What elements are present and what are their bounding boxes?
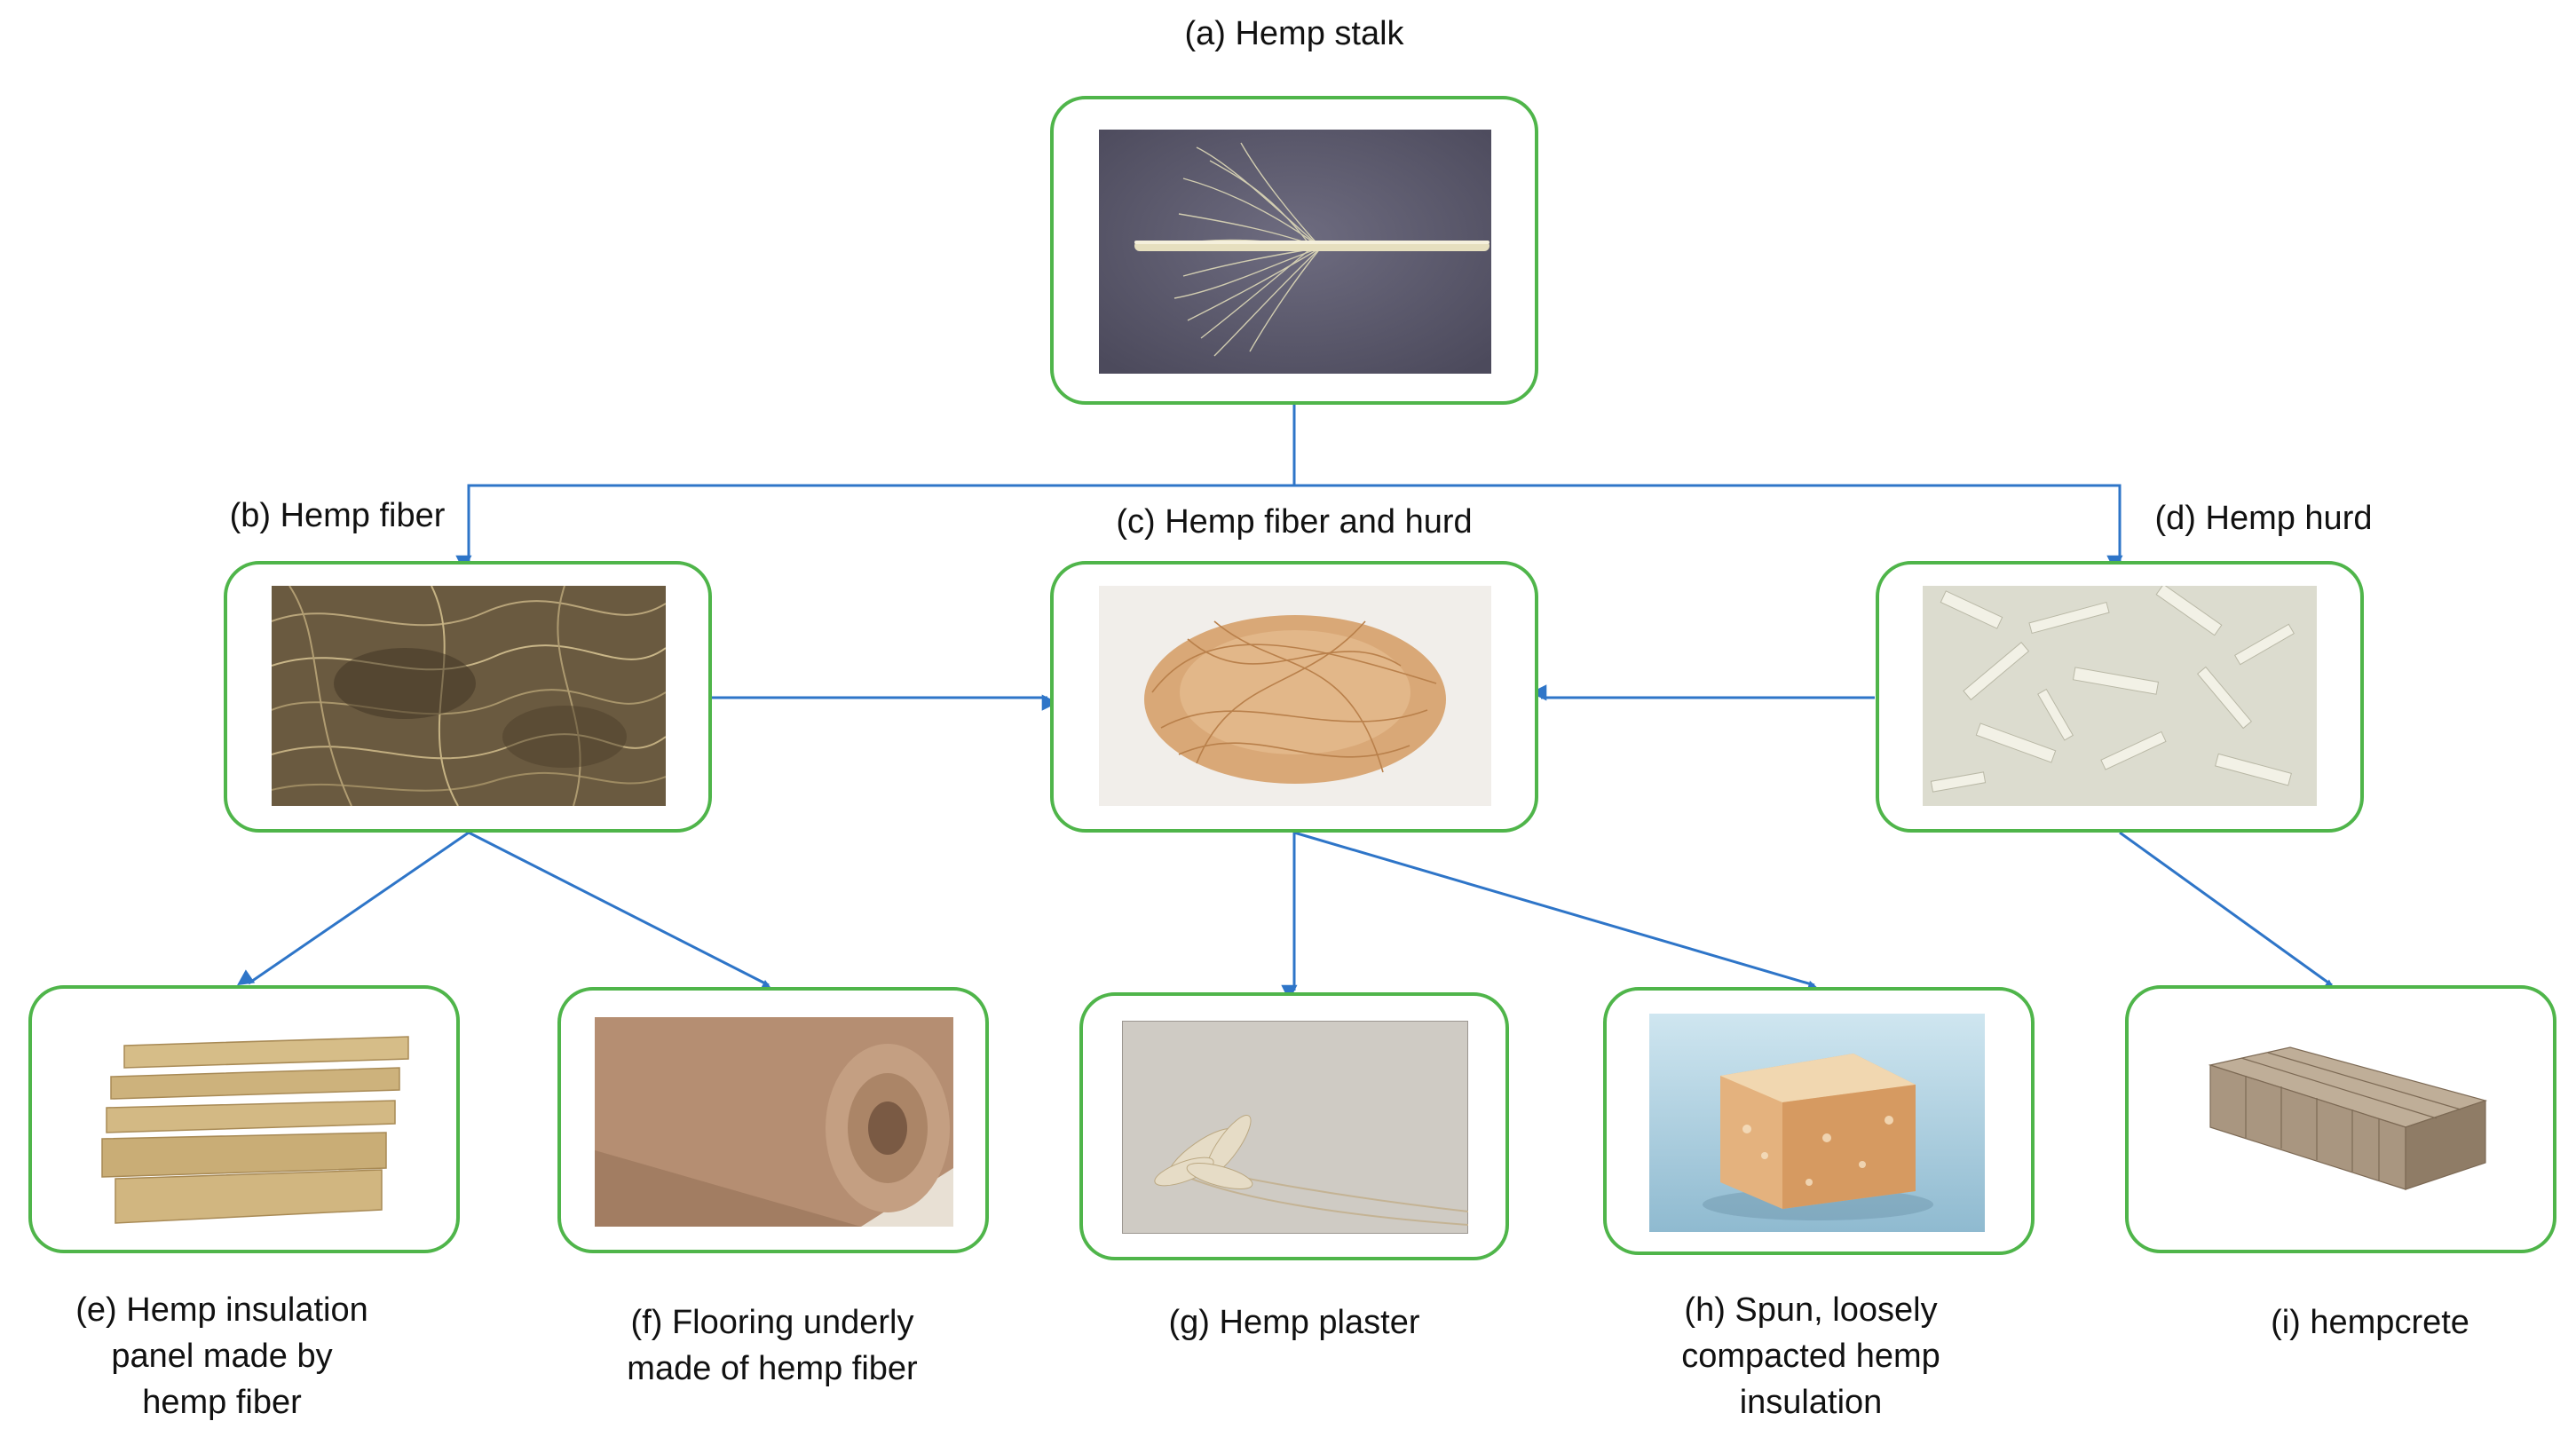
- hemp-insulation-panel-photo: [89, 1019, 417, 1228]
- node-a-label: (a) Hemp stalk: [1184, 15, 1404, 52]
- node-e-label: (e) Hemp insulation panel made by hemp f…: [36, 1287, 408, 1425]
- node-h-label-line-2: compacted hemp: [1681, 1338, 1940, 1375]
- node-b-label: (b) Hemp fiber: [229, 497, 446, 534]
- arrow-a-to-d: [1294, 484, 2123, 572]
- arrow-d-to-i: [2119, 831, 2338, 996]
- arrow-b-to-e: [237, 831, 470, 986]
- hemp-plaster-photo: [1122, 1021, 1468, 1234]
- node-f-label-line-1: (f) Flooring underly: [630, 1304, 914, 1341]
- hempcrete-blocks-photo: [2184, 1012, 2510, 1230]
- node-h-label: (h) Spun, loosely compacted hemp insulat…: [1624, 1287, 1997, 1425]
- flooring-underlay-roll-photo: [595, 1017, 953, 1227]
- hemp-fiber-and-hurd-photo: [1099, 586, 1491, 806]
- node-c-label: (c) Hemp fiber and hurd: [1116, 503, 1473, 541]
- spun-hemp-insulation-photo: [1649, 1014, 1985, 1232]
- node-e-label-line-1: (e) Hemp insulation: [75, 1291, 368, 1329]
- node-i-label: (i) hempcrete: [2271, 1304, 2469, 1341]
- hemp-hurd-photo: [1923, 586, 2317, 806]
- node-e-label-line-3: hemp fiber: [142, 1384, 302, 1421]
- node-h-label-line-3: insulation: [1739, 1384, 1883, 1421]
- arrow-c-to-h: [1293, 831, 1823, 997]
- arrow-b-to-f: [468, 831, 777, 995]
- node-h-label-line-1: (h) Spun, loosely: [1684, 1291, 1938, 1329]
- hemp-stalk-photo: [1099, 130, 1491, 374]
- node-f-label: (f) Flooring underly made of hemp fiber: [586, 1299, 959, 1392]
- node-g-label: (g) Hemp plaster: [1168, 1304, 1420, 1341]
- node-d-label: (d) Hemp hurd: [2154, 500, 2373, 537]
- hemp-fiber-photo: [272, 586, 666, 806]
- node-f-label-line-2: made of hemp fiber: [627, 1350, 918, 1387]
- arrow-a-to-b: [455, 404, 1296, 572]
- node-e-label-line-2: panel made by: [111, 1338, 333, 1375]
